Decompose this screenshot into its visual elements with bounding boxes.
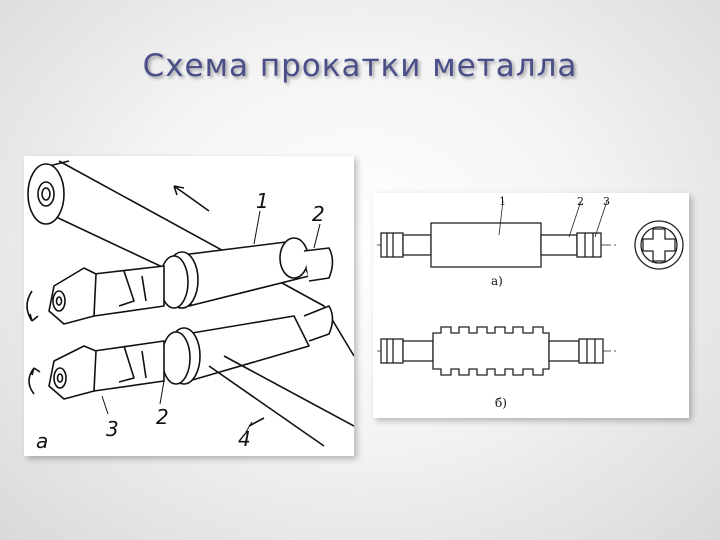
label-wobbler-3: 3	[603, 195, 610, 208]
label-neck-2-lower: 2	[156, 405, 169, 429]
label-neck-2: 2	[577, 195, 584, 208]
rolling-scheme-drawing: 1 2 2 3 4 а	[26, 160, 354, 453]
rolling-scheme-figure: 1 2 2 3 4 а	[24, 156, 354, 456]
slide-title: Схема прокатки металла	[142, 48, 578, 84]
label-wobbler-3: 3	[106, 417, 119, 441]
caption-smooth-roll: а)	[491, 274, 503, 288]
roll-types-figure: 1 2 3 а) б)	[373, 193, 689, 418]
label-body-1: 1	[499, 195, 506, 208]
label-strip-4: 4	[238, 427, 251, 451]
label-roll-1: 1	[256, 189, 269, 213]
label-neck-2-upper: 2	[312, 202, 325, 226]
caption-grooved-roll: б)	[495, 396, 507, 410]
label-panel-a: а	[36, 429, 48, 453]
roll-types-drawing: 1 2 3 а) б)	[377, 195, 684, 410]
